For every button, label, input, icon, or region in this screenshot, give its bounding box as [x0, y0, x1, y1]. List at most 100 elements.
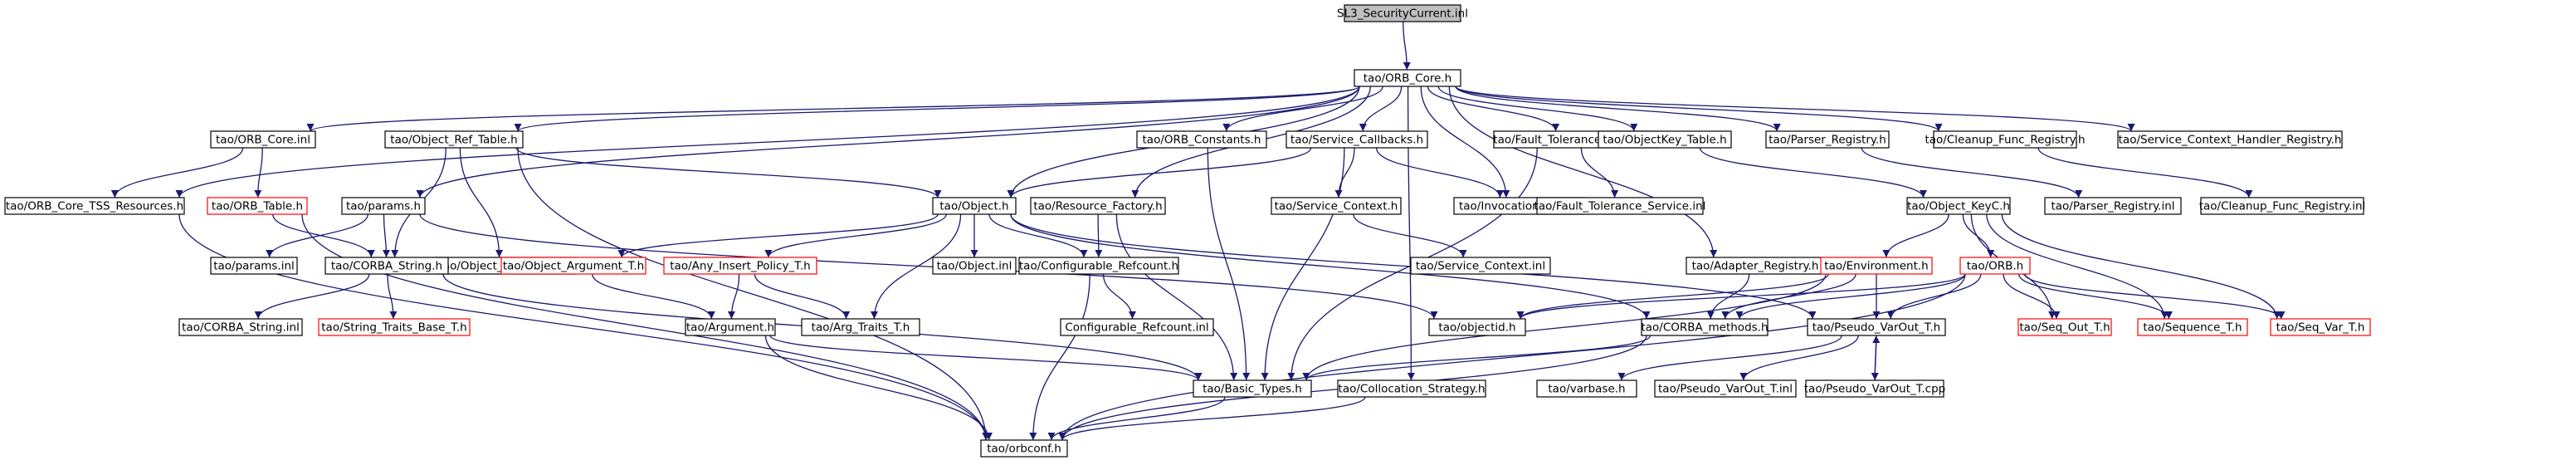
node-label: tao/ORB_Core.h	[1364, 72, 1451, 86]
edge-orb_constants-to-basic_types	[1207, 147, 1251, 381]
node-basic-types[interactable]: tao/Basic_Types.h	[1193, 379, 1312, 398]
node-label: tao/Parser_Registry.h	[1769, 134, 1886, 147]
node-label: tao/Pseudo_VarOut_T.cpp	[1804, 383, 1945, 396]
node-cleanup-func-inl[interactable]: tao/Cleanup_Func_Registry.inl	[2199, 197, 2366, 215]
edge-orb_core_h-to-params_h	[416, 86, 1360, 198]
edge-corba_string-to-string_traits	[387, 273, 398, 320]
edge-orb_table-to-corba_string	[272, 213, 375, 258]
node-sequence-t[interactable]: tao/Sequence_T.h	[2137, 318, 2248, 336]
node-orbconf[interactable]: tao/orbconf.h	[980, 439, 1068, 458]
node-pseudo-varout[interactable]: tao/Pseudo_VarOut_T.h	[1807, 318, 1946, 336]
node-label: tao/String_Traits_Base_T.h	[321, 321, 466, 335]
node-label: tao/Cleanup_Func_Registry.inl	[2199, 200, 2366, 213]
node-obj-ref-table[interactable]: tao/Object_Ref_Table.h	[384, 130, 524, 149]
node-label: tao/Any_Insert_Policy_T.h	[670, 260, 810, 273]
node-service-context-inl[interactable]: tao/Service_Context.inl	[1410, 257, 1551, 275]
edge-orb_core_h-to-invocation_utils	[1420, 86, 1510, 198]
edge-environment-to-objectid	[1516, 273, 1829, 320]
node-pseudo-varout-cpp[interactable]: tao/Pseudo_VarOut_T.cpp	[1804, 379, 1945, 398]
node-box	[178, 318, 303, 336]
edge-service_callbacks-to-invocation_utils	[1375, 147, 1504, 198]
node-any-insert[interactable]: tao/Any_Insert_Policy_T.h	[663, 257, 817, 275]
node-orb-h[interactable]: tao/ORB.h	[1959, 257, 2031, 275]
node-box	[1030, 197, 1166, 215]
node-object-inl[interactable]: tao/Object.inl	[932, 257, 1017, 275]
node-obj-arg-t[interactable]: tao/Object_Argument_T.h	[500, 257, 646, 275]
node-objectkey-table[interactable]: tao/ObjectKey_Table.h	[1598, 130, 1732, 149]
node-varbase[interactable]: tao/varbase.h	[1536, 379, 1637, 398]
node-label: tao/varbase.h	[1548, 383, 1625, 396]
node-seq-var[interactable]: tao/Seq_Var_T.h	[2270, 318, 2371, 336]
node-argument-h[interactable]: tao/Argument.h	[685, 318, 776, 336]
node-object-h[interactable]: tao/Object.h	[932, 197, 1017, 215]
node-params-inl[interactable]: tao/params.inl	[210, 257, 298, 275]
node-orb-core-tss[interactable]: tao/ORB_Core_TSS_Resources.h	[4, 197, 185, 215]
node-box	[1906, 197, 2011, 215]
node-label: tao/ObjectKey_Table.h	[1603, 134, 1726, 147]
node-orb-table[interactable]: tao/ORB_Table.h	[207, 197, 308, 215]
node-seq-out[interactable]: tao/Seq_Out_T.h	[2017, 318, 2112, 336]
node-layer: SL3_SecurityCurrent.inl tao/ORB_Core.htao…	[4, 4, 2371, 458]
edge-environment-to-corba_methods	[1721, 273, 1856, 320]
node-orb-core-h[interactable]: tao/ORB_Core.h	[1354, 69, 1461, 87]
edge-orb_h-to-pseudo_varout	[1886, 273, 1982, 320]
node-box	[1598, 130, 1732, 149]
node-params-h[interactable]: tao/params.h	[341, 197, 426, 215]
node-arg-traits[interactable]: tao/Arg_Traits_T.h	[801, 318, 920, 336]
node-pseudo-varout-inl[interactable]: tao/Pseudo_VarOut_T.inl	[1654, 379, 1797, 398]
node-parser-registry-inl[interactable]: tao/Parser_Registry.inl	[2044, 197, 2182, 215]
node-ft-service-inl[interactable]: tao/Fault_Tolerance_Service.inl	[1534, 197, 1706, 215]
node-parser-registry[interactable]: tao/Parser_Registry.h	[1765, 130, 1890, 149]
node-objectid[interactable]: tao/objectid.h	[1428, 318, 1526, 336]
node-label: tao/Seq_Out_T.h	[2019, 321, 2110, 335]
edge-object_h-to-config_refcount	[988, 213, 1088, 258]
edge-object_keyc-to-seq_var	[2001, 213, 2281, 320]
edge-orb_core_h-to-adapter_registry	[1448, 86, 1718, 258]
node-orb-core-inl[interactable]: tao/ORB_Core.inl	[210, 130, 316, 149]
edge-pseudo_varout-to-varbase	[1617, 335, 1842, 381]
node-cleanup-func[interactable]: tao/Cleanup_Func_Registry.h	[1925, 130, 2086, 149]
node-label: tao/Object_Ref_Table.h	[390, 134, 517, 147]
edge-orb_core_inl-to-orb_table	[254, 147, 263, 198]
node-label: tao/Object_Argument_T.h	[503, 260, 644, 273]
node-label: tao/Object_KeyC.h	[1907, 200, 2010, 213]
node-resource-factory[interactable]: tao/Resource_Factory.h	[1030, 197, 1166, 215]
node-label: tao/Fault_Tolerance_Service.inl	[1534, 200, 1706, 213]
node-box	[1337, 379, 1486, 398]
node-orb-constants[interactable]: tao/ORB_Constants.h	[1136, 130, 1267, 149]
node-label: tao/ORB_Core_TSS_Resources.h	[6, 200, 183, 213]
node-environment[interactable]: tao/Environment.h	[1820, 257, 1933, 275]
node-label: tao/Cleanup_Func_Registry.h	[1925, 134, 2085, 147]
node-label: tao/Basic_Types.h	[1203, 383, 1302, 396]
edge-orb_h-to-sequence_t	[2017, 273, 2173, 320]
node-corba-string-inl[interactable]: tao/CORBA_String.inl	[178, 318, 303, 336]
node-config-refcount[interactable]: tao/Configurable_Refcount.h	[1018, 257, 1179, 275]
node-box	[1428, 318, 1526, 336]
edge-orb_core_h-to-collocation	[1407, 86, 1415, 381]
node-corba-string[interactable]: tao/CORBA_String.h	[324, 257, 449, 275]
node-root[interactable]: SL3_SecurityCurrent.inl	[1337, 4, 1468, 22]
edge-layer	[110, 21, 2286, 441]
node-box	[1018, 257, 1179, 275]
node-box	[1654, 379, 1797, 398]
node-box	[324, 257, 449, 275]
node-label: tao/Adapter_Registry.h	[1692, 260, 1819, 273]
node-corba-methods[interactable]: tao/CORBA_methods.h	[1641, 318, 1769, 336]
edge-orb_core_h-to-cleanup_func	[1455, 86, 1943, 132]
node-adapter-registry[interactable]: tao/Adapter_Registry.h	[1686, 257, 1825, 275]
edge-params_h-to-objectid	[419, 213, 1438, 320]
node-collocation[interactable]: tao/Collocation_Strategy.h	[1337, 379, 1486, 398]
node-string-traits[interactable]: tao/String_Traits_Base_T.h	[318, 318, 471, 336]
node-object-keyc[interactable]: tao/Object_KeyC.h	[1906, 197, 2011, 215]
edge-params_h-to-corba_string	[383, 213, 391, 258]
node-service-context[interactable]: tao/Service_Context.h	[1271, 197, 1402, 215]
edge-root-to-orb_core_h	[1403, 21, 1411, 71]
node-service-callbacks[interactable]: tao/Service_Callbacks.h	[1286, 130, 1428, 149]
node-sc-handler[interactable]: tao/Service_Context_Handler_Registry.h	[2117, 130, 2343, 149]
edge-orb_core_h-to-objectkey_table	[1437, 86, 1638, 132]
node-config-refcount-inl[interactable]: Configurable_Refcount.inl	[1060, 318, 1214, 336]
node-box	[210, 257, 298, 275]
edge-service_callbacks-to-object_h	[1007, 147, 1312, 198]
edge-object_h-to-any_insert	[764, 213, 947, 258]
